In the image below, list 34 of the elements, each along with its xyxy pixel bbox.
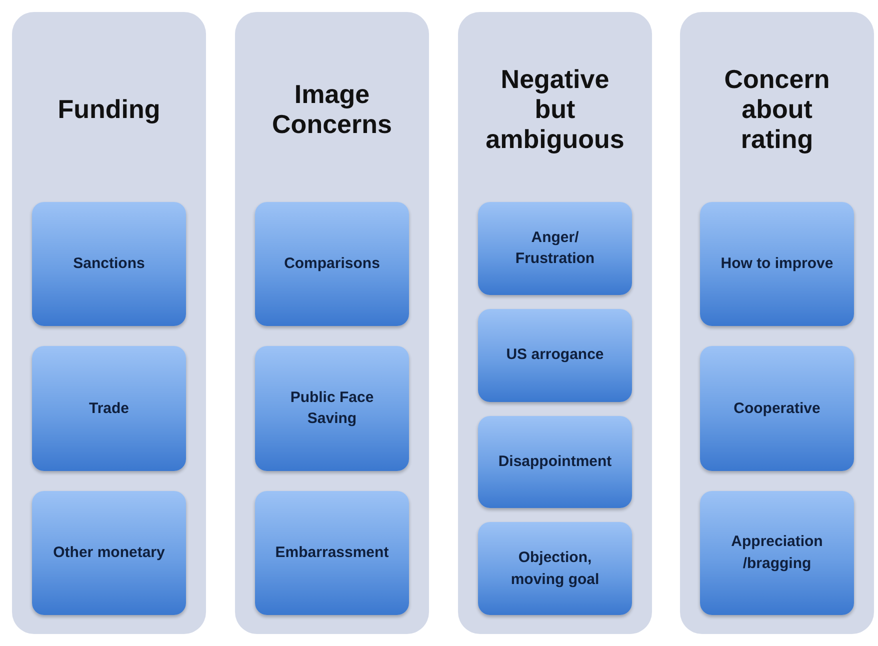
subcategory-label: How to improve: [720, 254, 834, 274]
subcategory-box: [700, 346, 854, 471]
subcategory-label: Appreciation /bragging: [730, 532, 824, 574]
subcategory-box: [255, 490, 409, 615]
subcategory-box: [478, 202, 632, 295]
category-panel: [458, 12, 652, 634]
category-panel: [12, 12, 206, 634]
subcategory-box: [32, 490, 186, 615]
category-heading: Funding: [56, 95, 162, 125]
subcategory-label: Comparisons: [284, 254, 380, 274]
category-heading: Concern about rating: [723, 65, 831, 155]
subcategory-label: Objection, moving goal: [510, 548, 600, 590]
subcategory-label: Cooperative: [734, 398, 820, 419]
category-heading: Image Concerns: [271, 80, 393, 140]
subcategory-box: [700, 202, 854, 326]
subcategory-box: [700, 490, 854, 615]
subcategory-box: [32, 346, 186, 471]
subcategory-label: Anger/ Frustration: [514, 228, 596, 270]
subcategory-label: Embarrassment: [275, 542, 389, 563]
subcategory-label: Trade: [88, 398, 130, 419]
subcategory-label: Sanctions: [73, 254, 145, 274]
subcategory-box: [478, 416, 632, 508]
subcategory-label: Disappointment: [498, 452, 612, 472]
subcategory-box: [32, 202, 186, 326]
subcategory-label: US arrogance: [506, 345, 604, 366]
subcategory-label: Other monetary: [53, 542, 165, 563]
subcategory-box: [255, 202, 409, 326]
category-panel: [680, 12, 874, 634]
subcategory-box: [478, 522, 632, 615]
category-panel: [235, 12, 429, 634]
subcategory-label: Public Face Saving: [289, 388, 375, 430]
category-heading: Negative but ambiguous: [484, 65, 626, 155]
subcategory-box: [255, 346, 409, 471]
subcategory-box: [478, 308, 632, 402]
